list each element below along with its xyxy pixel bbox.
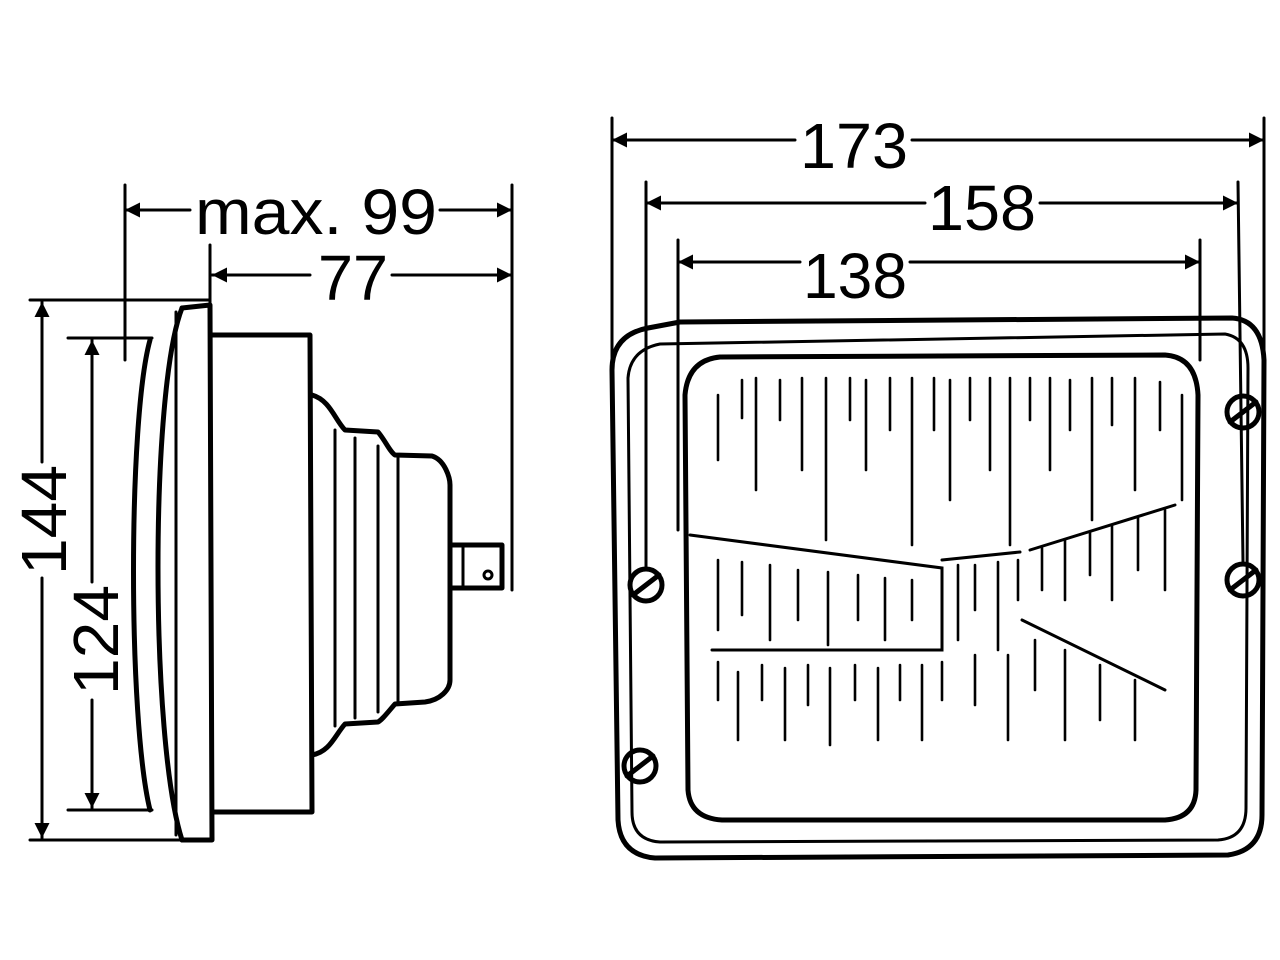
screw-icon bbox=[1224, 393, 1262, 431]
front-view: 173 158 138 bbox=[609, 110, 1267, 861]
screw-icon bbox=[621, 747, 659, 785]
dim-mount-width: 158 bbox=[928, 172, 1036, 244]
dim-depth: 77 bbox=[318, 242, 388, 314]
screw-icon bbox=[627, 566, 665, 604]
dim-max-depth: max. 99 bbox=[195, 176, 437, 248]
lens-flutes bbox=[716, 376, 1184, 747]
dim-overall-width: 173 bbox=[800, 110, 908, 182]
dim-lens-width: 138 bbox=[803, 240, 907, 312]
dim-inner-height: 124 bbox=[60, 585, 132, 695]
side-view: max. 99 77 144 124 bbox=[8, 176, 514, 843]
screw-icon bbox=[1224, 561, 1262, 599]
dim-outer-height: 144 bbox=[8, 465, 80, 575]
